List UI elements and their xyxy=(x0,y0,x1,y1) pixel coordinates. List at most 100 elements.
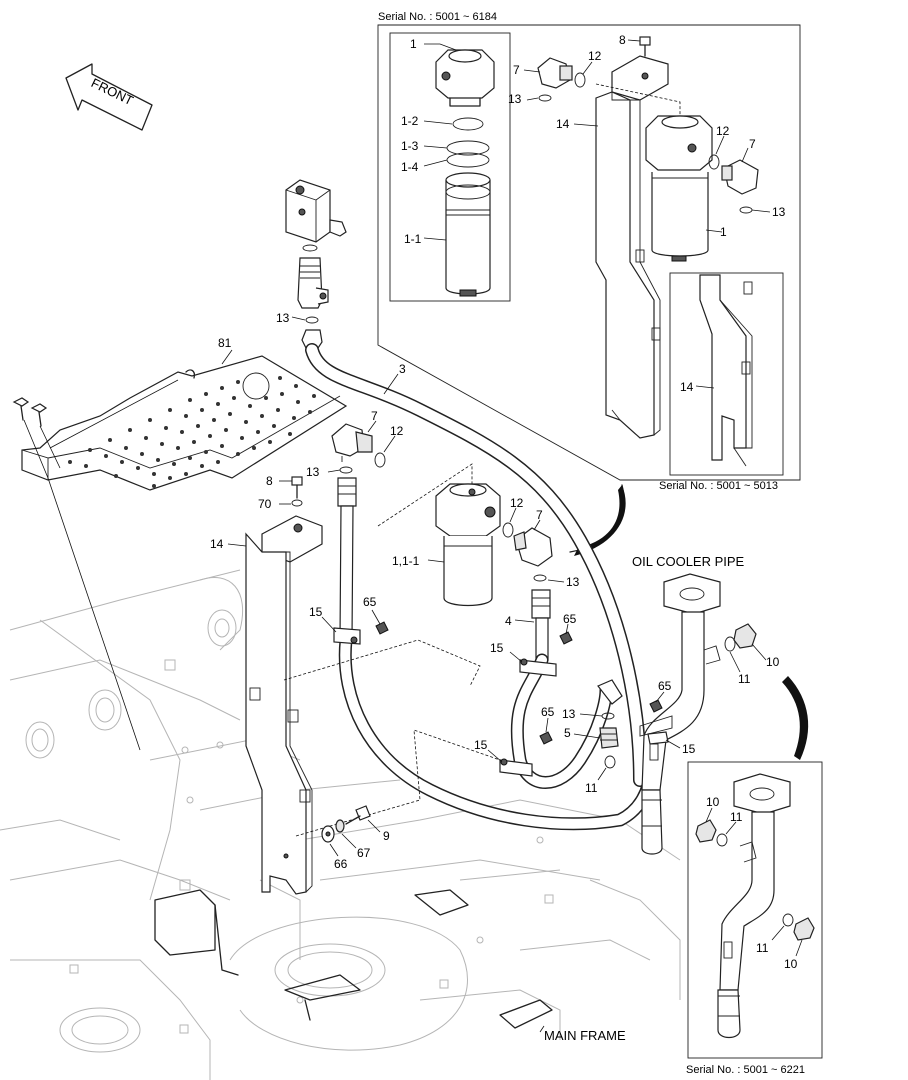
callout-14-main: 14 xyxy=(210,537,224,551)
hose-3 xyxy=(301,329,647,787)
callout-11-inset-top: 11 xyxy=(730,810,743,824)
main-frame-label: MAIN FRAME xyxy=(544,1028,626,1043)
bolt-8-mid xyxy=(291,476,303,499)
callout-11-lower: 11 xyxy=(585,781,598,795)
callout-1-top-right: 1 xyxy=(720,225,727,239)
callout-14-top: 14 xyxy=(556,117,570,131)
filter-exploded-box xyxy=(389,32,511,302)
callout-11-inset-bottom: 11 xyxy=(756,941,769,955)
oil-cooler-pipe xyxy=(639,573,721,855)
callout-1-2: 1-2 xyxy=(401,114,419,128)
callout-15-mid: 15 xyxy=(490,641,504,655)
serial-bottom-label: Serial No. : 5001 ~ 6221 xyxy=(686,1064,805,1076)
elbow-fitting-top-right xyxy=(721,159,759,195)
bracket-14-main xyxy=(245,515,323,895)
plug-10-inset-top xyxy=(695,819,717,843)
inset-top-right: Serial No. : 5001 ~ 6184 1 1- xyxy=(377,11,801,556)
callout-65-mid: 65 xyxy=(563,612,577,626)
bolt-9 xyxy=(345,805,371,825)
callout-5: 5 xyxy=(564,726,571,740)
bolt-65-left xyxy=(375,621,389,635)
callout-65-right: 65 xyxy=(658,679,672,693)
callout-11-cooler: 11 xyxy=(738,672,751,686)
o-ring-12-mid xyxy=(374,452,386,468)
bracket-14-top xyxy=(595,55,669,439)
callout-13-switch: 13 xyxy=(276,311,290,325)
callout-1-1: 1-1 xyxy=(404,232,422,246)
o-ring-13-top-left xyxy=(538,94,552,102)
inset-serial-5013-box xyxy=(669,272,784,476)
oil-cooler-pipe-label: OIL COOLER PIPE xyxy=(632,554,745,569)
callout-65-lower: 65 xyxy=(541,705,555,719)
callout-70: 70 xyxy=(258,497,272,511)
bolt-65-right xyxy=(649,699,663,713)
callout-1-3: 1-3 xyxy=(401,139,419,153)
cover-bolts xyxy=(12,379,179,751)
callout-10-inset-bottom: 10 xyxy=(784,957,798,971)
callout-1-4: 1-4 xyxy=(401,160,419,174)
front-direction-arrow: FRONT xyxy=(65,63,153,131)
arrow-to-cooler-inset xyxy=(782,676,809,760)
o-ring-13-top-right xyxy=(739,206,753,214)
hose-4 xyxy=(510,589,623,789)
washer-70 xyxy=(291,499,303,507)
callout-15-right: 15 xyxy=(682,742,696,756)
inset-bottom-right xyxy=(687,761,823,1059)
serial-middle-label: Serial No. : 5001 ~ 5013 xyxy=(659,480,778,492)
elbow-fitting-top-left xyxy=(537,57,573,89)
o-ring-11-cooler xyxy=(724,636,736,652)
callout-66: 66 xyxy=(334,857,348,871)
o-ring-13-elbow xyxy=(533,574,547,582)
callout-1-1-1: 1,1-1 xyxy=(392,554,420,568)
callout-14-inset: 14 xyxy=(680,380,694,394)
clamp-15-right xyxy=(647,731,669,745)
callout-7-mid: 7 xyxy=(371,409,378,423)
filter-assembly-top xyxy=(645,115,713,262)
callout-8-mid: 8 xyxy=(266,474,273,488)
adapter-5 xyxy=(599,727,619,749)
callout-4: 4 xyxy=(505,614,512,628)
o-ring-12-top-right xyxy=(708,154,720,170)
filter-assembly-main xyxy=(435,483,501,607)
callout-3: 3 xyxy=(399,362,406,376)
bolt-65-lower xyxy=(539,731,553,745)
callout-81: 81 xyxy=(218,336,232,350)
bracket-14-inset xyxy=(699,274,753,467)
callout-7-filter: 7 xyxy=(536,508,543,522)
callout-13-lower: 13 xyxy=(562,707,576,721)
clamp-15-left xyxy=(333,627,361,645)
callout-13-top-left: 13 xyxy=(508,92,522,106)
callout-13-elbow: 13 xyxy=(566,575,580,589)
callout-12-mid: 12 xyxy=(390,424,404,438)
callout-12-filter: 12 xyxy=(510,496,524,510)
clamp-15-lower xyxy=(499,758,533,777)
o-ring-11-lower xyxy=(604,755,616,769)
o-ring-11-inset-top xyxy=(716,833,728,847)
cover-perforations xyxy=(68,376,316,488)
o-ring-1-2 xyxy=(452,117,484,131)
main-frame-drawing xyxy=(0,569,681,1080)
hose-left-vertical xyxy=(337,477,357,641)
callout-7-top-left: 7 xyxy=(513,63,520,77)
callout-12-top-right: 12 xyxy=(716,124,730,138)
elbow-fitting-mid xyxy=(331,423,373,462)
washer-67 xyxy=(335,819,345,833)
callout-13-top-right: 13 xyxy=(772,205,786,219)
callout-15-left: 15 xyxy=(309,605,323,619)
o-ring-13-mid xyxy=(339,466,353,474)
bolt-65-mid xyxy=(559,631,573,645)
filter-head xyxy=(435,49,495,107)
o-ring-12-filter xyxy=(502,522,514,538)
o-ring-12-top-left xyxy=(574,72,586,88)
elbow-fitting-filter xyxy=(513,527,553,567)
callout-13-mid: 13 xyxy=(306,465,320,479)
clamp-15-mid xyxy=(519,658,557,677)
front-label: FRONT xyxy=(89,75,136,108)
bolt-8-top xyxy=(639,36,651,57)
callout-9: 9 xyxy=(383,829,390,843)
callout-15-lower: 15 xyxy=(474,738,488,752)
hose-lower-loop xyxy=(338,633,657,831)
callout-8-top: 8 xyxy=(619,33,626,47)
perforated-cover-81 xyxy=(21,355,348,491)
